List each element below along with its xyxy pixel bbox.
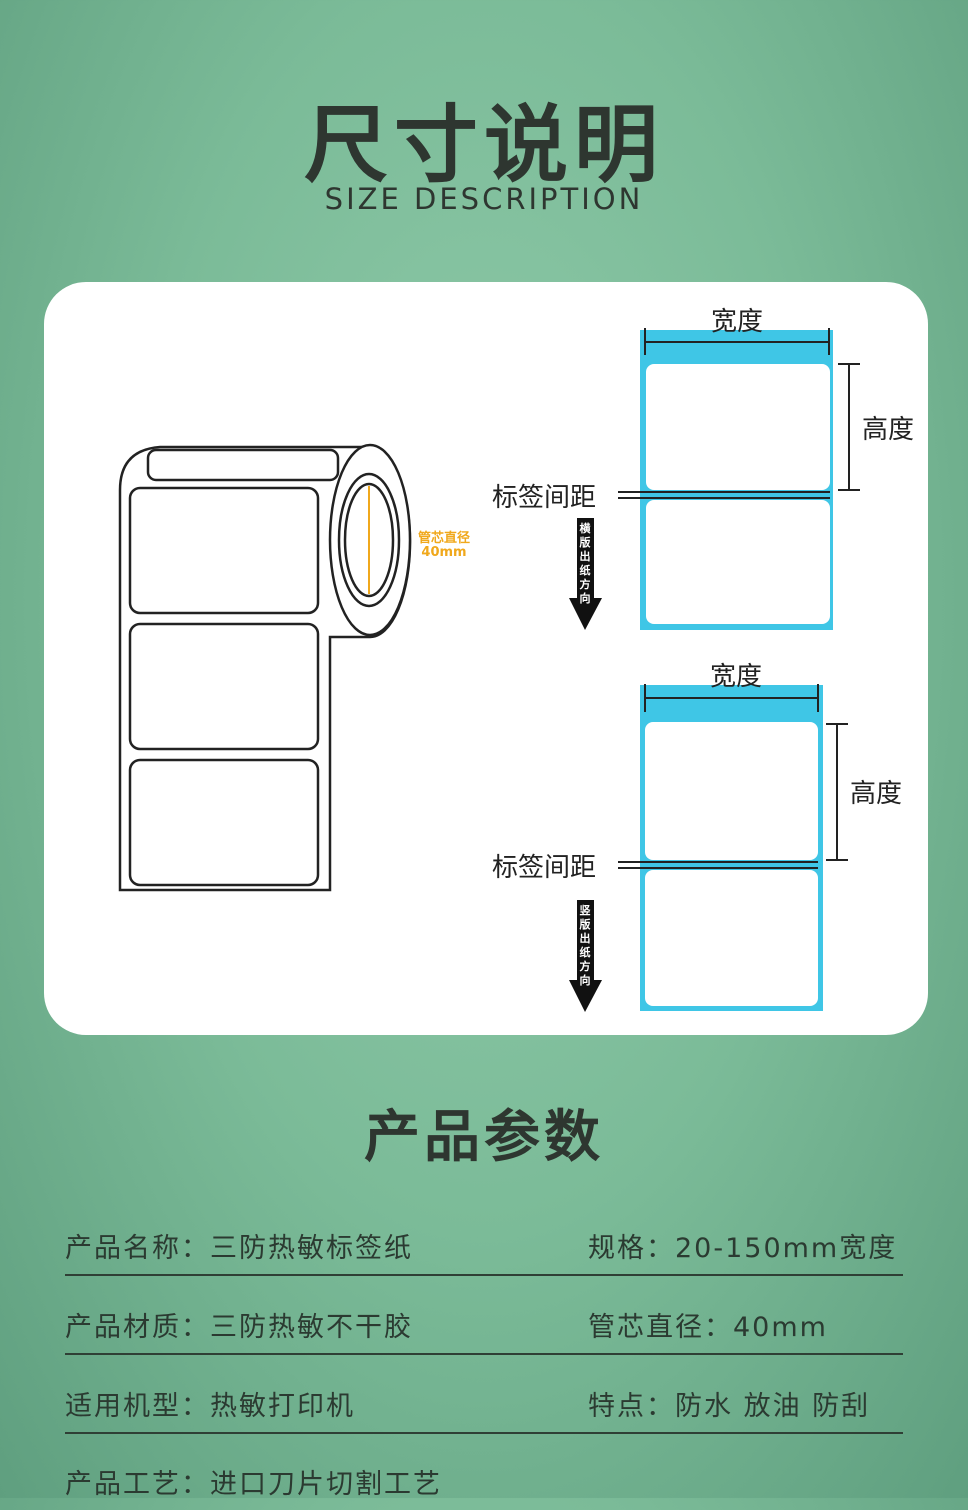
feed-direction-arrow-icon: [577, 900, 594, 982]
gap-label: 标签间距: [492, 483, 596, 513]
direction-char: 纸: [580, 563, 591, 577]
feed-direction-arrow-icon: [577, 518, 594, 600]
page-subtitle: SIZE DESCRIPTION: [324, 182, 644, 216]
direction-char: 竖: [580, 903, 591, 917]
height-label: 高度: [862, 415, 914, 445]
param-right: 管芯直径：40mm: [588, 1312, 828, 1343]
param-row: 产品材质：三防热敏不干胶 管芯直径：40mm: [65, 1293, 903, 1355]
core-label: 管芯直径: [418, 530, 470, 546]
direction-char: 向: [580, 591, 591, 605]
arrow-head-icon: [569, 980, 602, 1012]
direction-char: 出: [580, 931, 591, 945]
direction-char: 方: [580, 577, 591, 591]
param-left: 产品名称：三防热敏标签纸: [65, 1233, 413, 1264]
direction-char: 向: [580, 973, 591, 987]
arrow-head-icon: [569, 598, 602, 630]
direction-char: 方: [580, 959, 591, 973]
direction-char: 出: [580, 549, 591, 563]
core-value: 40mm: [421, 545, 466, 560]
vertical-label-diagram: 宽度 高度 标签间距 竖版 出纸 方向: [492, 662, 902, 1012]
params-title: 产品参数: [364, 1105, 604, 1170]
param-right: 特点：防水 放油 防刮: [588, 1391, 871, 1422]
param-right: 规格：20-150mm宽度: [588, 1233, 898, 1264]
width-label: 宽度: [711, 307, 763, 337]
param-left: 产品工艺：进口刀片切割工艺: [65, 1469, 442, 1500]
feed-direction-text: 横版 出纸 方向: [580, 521, 592, 605]
label-roll-illustration: [118, 443, 412, 892]
direction-char: 纸: [580, 945, 591, 959]
direction-char: 版: [580, 535, 591, 549]
direction-char: 版: [580, 917, 591, 931]
page-title: 尺寸说明: [303, 96, 664, 194]
size-diagram: 管芯直径 40mm 宽度 高度 标签间距 横版 出纸 方向 宽度 高度 标签间距…: [118, 307, 914, 1012]
feed-direction-text: 竖版 出纸 方向: [580, 903, 591, 987]
param-row: 产品名称：三防热敏标签纸 规格：20-150mm宽度: [65, 1214, 903, 1276]
width-label: 宽度: [710, 662, 762, 692]
gap-label: 标签间距: [492, 853, 596, 883]
param-row: 适用机型：热敏打印机 特点：防水 放油 防刮: [65, 1372, 903, 1434]
direction-char: 横: [580, 521, 592, 535]
param-left: 适用机型：热敏打印机: [65, 1391, 355, 1422]
height-label: 高度: [850, 779, 902, 809]
param-row: 产品工艺：进口刀片切割工艺: [65, 1450, 903, 1510]
param-left: 产品材质：三防热敏不干胶: [65, 1312, 413, 1343]
horizontal-label-diagram: 宽度 高度 标签间距 横版 出纸 方向: [492, 307, 914, 630]
